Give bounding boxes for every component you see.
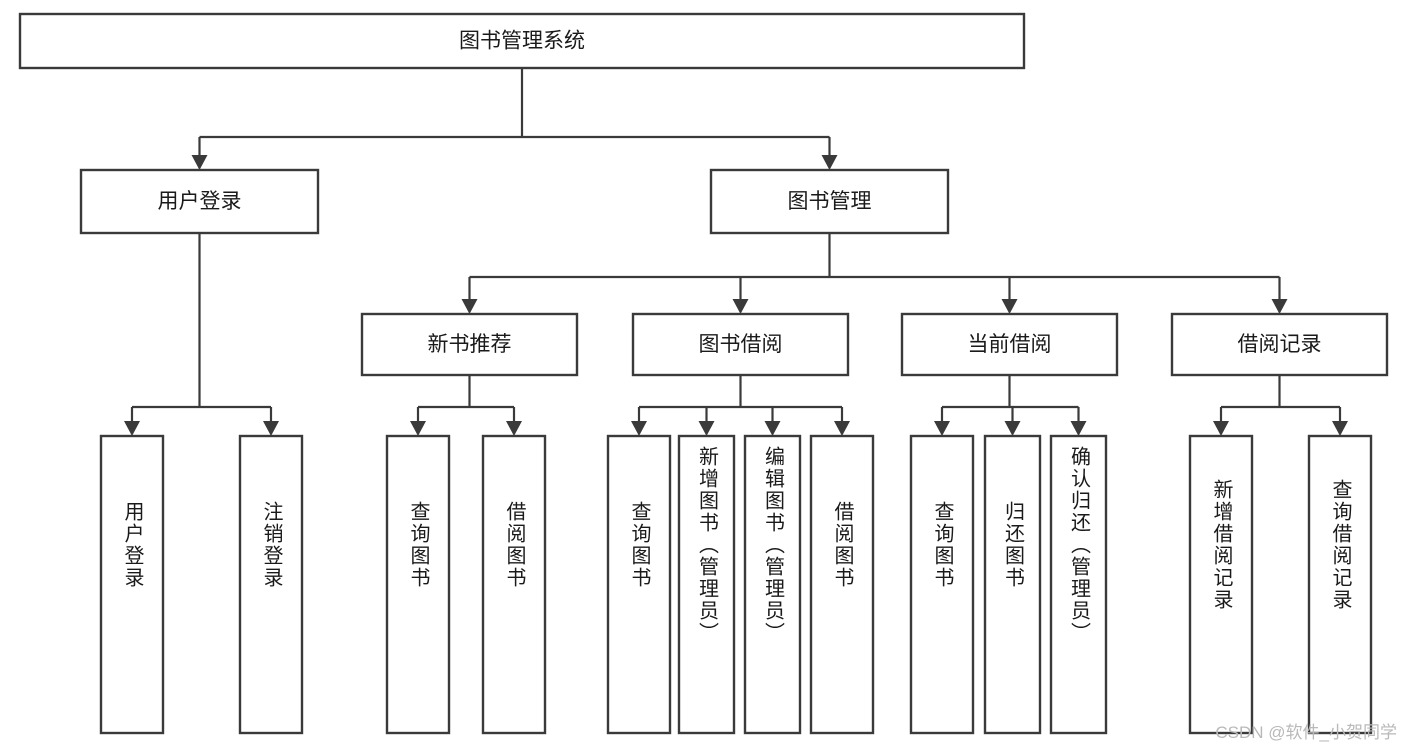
node-leaf-add-record-box[interactable] [1188,434,1254,735]
node-borrow-record-label: 借阅记录 [1238,333,1322,356]
node-leaf-query-books-bb-box[interactable] [606,434,672,735]
node-leaf-add-book-label-wrap[interactable]: 新增图书（管理员） [679,436,734,733]
node-borrow-record-box[interactable] [1170,312,1389,377]
node-leaf-confirm-return-label: 确认归还（管理员） [1067,446,1090,644]
node-leaf-edit-book-label: 编辑图书（管理员） [761,446,784,644]
connector-arrowhead [506,421,522,436]
node-current-borrow-box[interactable] [900,312,1119,377]
connector-layer [124,68,1348,436]
connector-arrowhead [732,299,749,314]
connector-arrowhead [1213,421,1229,436]
node-leaf-query-books-rec-label-wrap[interactable]: 查询图书 [387,436,449,733]
node-leaf-add-record-label-wrap[interactable]: 新增借阅记录 [1190,436,1252,733]
node-book-manage-box[interactable] [709,168,950,235]
node-leaf-borrow-books-bb-label-wrap[interactable]: 借阅图书 [811,436,873,733]
connector-arrowhead [698,421,715,436]
node-new-book-rec-label: 新书推荐 [428,333,512,356]
connector-arrowhead [934,421,950,436]
node-leaf-query-books-cb-label: 查询图书 [931,501,953,589]
connector-arrowhead [631,421,647,436]
connector-arrowhead [461,299,478,314]
node-leaf-return-book-label: 归还图书 [1001,501,1024,589]
node-user-login-box[interactable] [79,168,320,235]
connector-arrowhead [821,155,838,170]
node-leaf-query-record-label: 查询借阅记录 [1329,479,1351,611]
node-leaf-query-books-bb-label: 查询图书 [628,501,650,589]
connector-arrowhead [1070,421,1087,436]
node-book-manage-label: 图书管理 [788,190,872,213]
node-user-login-label: 用户登录 [158,190,242,213]
node-current-borrow-label: 当前借阅 [968,333,1052,356]
node-leaf-query-record-box[interactable] [1307,434,1373,735]
node-leaf-user-login-label-wrap[interactable]: 用户登录 [101,436,163,733]
node-leaf-add-book-label: 新增图书（管理员） [695,446,718,644]
node-leaf-logout-box[interactable] [238,434,304,735]
node-leaf-query-books-rec-box[interactable] [385,434,451,735]
node-book-borrow-box[interactable] [631,312,850,377]
node-leaf-user-login-box[interactable] [99,434,165,735]
node-leaf-borrow-books-rec-label: 借阅图书 [503,501,525,589]
node-root-label: 图书管理系统 [459,30,585,53]
connector-arrowhead [1332,421,1348,436]
node-book-borrow-label: 图书借阅 [699,333,783,356]
node-leaf-borrow-books-rec-box[interactable] [481,434,547,735]
node-leaf-confirm-return-label-wrap[interactable]: 确认归还（管理员） [1051,436,1106,733]
connector-arrowhead [1001,299,1018,314]
connector-arrowhead [191,155,208,170]
connector-arrowhead [124,421,140,436]
watermark-text: CSDN @软件_小贺同学 [1215,723,1397,742]
node-leaf-logout-label: 注销登录 [260,501,282,589]
node-leaf-borrow-books-rec-label-wrap[interactable]: 借阅图书 [483,436,545,733]
node-leaf-user-login-label: 用户登录 [121,501,143,589]
node-leaf-query-books-cb-box[interactable] [909,434,975,735]
node-leaf-add-book-box[interactable] [677,434,736,735]
node-leaf-query-books-rec-label: 查询图书 [407,501,429,589]
node-leaf-edit-book-label-wrap[interactable]: 编辑图书（管理员） [745,436,800,733]
node-leaf-add-record-label: 新增借阅记录 [1210,479,1232,611]
node-leaf-borrow-books-bb-label: 借阅图书 [831,501,853,589]
node-leaf-query-books-bb-label-wrap[interactable]: 查询图书 [608,436,670,733]
node-leaf-confirm-return-box[interactable] [1049,434,1108,735]
node-leaf-edit-book-box[interactable] [743,434,802,735]
node-leaf-query-record-label-wrap[interactable]: 查询借阅记录 [1309,436,1371,733]
node-leaf-return-book-box[interactable] [983,434,1042,735]
connector-arrowhead [1271,299,1288,314]
node-new-book-rec-box[interactable] [360,312,579,377]
node-leaf-return-book-label-wrap[interactable]: 归还图书 [985,436,1040,733]
connector-arrowhead [263,421,279,436]
connector-arrowhead [764,421,781,436]
connector-arrowhead [410,421,426,436]
connector-arrowhead [834,421,850,436]
node-leaf-logout-label-wrap[interactable]: 注销登录 [240,436,302,733]
node-leaf-borrow-books-bb-box[interactable] [809,434,875,735]
node-root-box[interactable] [18,12,1026,70]
node-leaf-query-books-cb-label-wrap[interactable]: 查询图书 [911,436,973,733]
connector-arrowhead [1004,421,1021,436]
